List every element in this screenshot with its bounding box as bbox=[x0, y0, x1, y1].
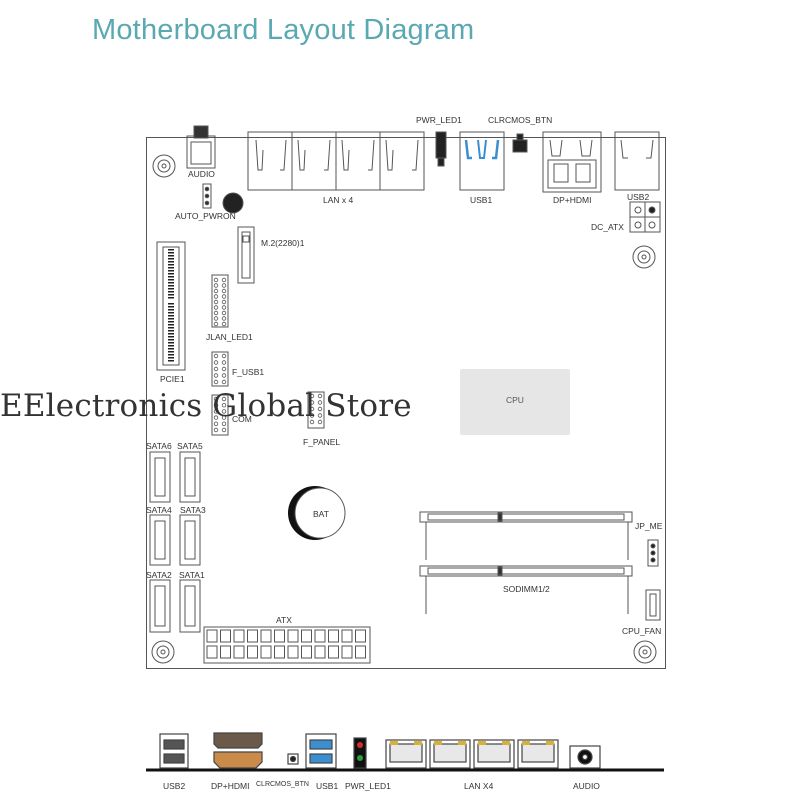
clrcmos-button-top bbox=[512, 133, 528, 153]
bottom-pwr-led1-label: PWR_LED1 bbox=[345, 781, 391, 791]
dc-atx-label: DC_ATX bbox=[591, 222, 624, 232]
com-label: COM bbox=[232, 414, 252, 424]
battery bbox=[288, 486, 346, 540]
m2-slot bbox=[237, 226, 255, 284]
cpu-fan-label: CPU_FAN bbox=[622, 626, 662, 636]
sodimm-label: SODIMM1/2 bbox=[503, 584, 550, 594]
page-title: Motherboard Layout Diagram bbox=[92, 14, 475, 46]
audio-jack-top bbox=[186, 125, 216, 169]
usb1-top-connector bbox=[459, 131, 505, 191]
bottom-dp-hdmi-label: DP+HDMI bbox=[211, 781, 250, 791]
motherboard-outline bbox=[146, 137, 666, 669]
f-usb1-label: F_USB1 bbox=[232, 367, 265, 377]
cpu-label: CPU bbox=[506, 395, 524, 405]
bottom-audio-label: AUDIO bbox=[573, 781, 600, 791]
pwr-led-top bbox=[435, 131, 447, 159]
buzzer bbox=[222, 192, 244, 214]
lan-label: LAN x 4 bbox=[323, 195, 354, 205]
bat-label: BAT bbox=[313, 509, 329, 519]
clrcmos-btn-top-label: CLRCMOS_BTN bbox=[488, 115, 553, 125]
bottom-io-panel bbox=[146, 732, 664, 772]
com-header bbox=[211, 394, 229, 436]
sata4-label: SATA4 bbox=[146, 505, 172, 515]
usb2-top-connector bbox=[614, 131, 660, 191]
jp-me-jumper bbox=[647, 539, 659, 567]
dc-atx-connector bbox=[629, 201, 661, 233]
lan-block-top bbox=[247, 131, 425, 191]
m2-label: M.2(2280)1 bbox=[261, 238, 305, 248]
atx-label: ATX bbox=[276, 615, 292, 625]
usb1-label: USB1 bbox=[470, 195, 493, 205]
jlan-led1-header bbox=[211, 274, 229, 328]
f-usb1-header bbox=[211, 351, 229, 387]
sata3-label: SATA3 bbox=[180, 505, 206, 515]
audio-label: AUDIO bbox=[188, 169, 215, 179]
auto-pwron-label: AUTO_PWRON bbox=[175, 211, 236, 221]
atx-connector bbox=[203, 626, 371, 664]
sata5-label: SATA5 bbox=[177, 441, 203, 451]
jp-me-label: JP_ME bbox=[635, 521, 663, 531]
pcie1-label: PCIE1 bbox=[160, 374, 185, 384]
sodimm-slots bbox=[419, 511, 633, 614]
sata-connectors bbox=[149, 451, 201, 633]
f-panel-header bbox=[307, 391, 325, 429]
bottom-usb1-label: USB1 bbox=[316, 781, 339, 791]
bottom-lan-label: LAN X4 bbox=[464, 781, 494, 791]
store-watermark: EElectronics Global Store bbox=[0, 388, 412, 424]
sata2-label: SATA2 bbox=[146, 570, 172, 580]
header-pins bbox=[213, 277, 323, 433]
f-panel-label: F_PANEL bbox=[303, 437, 341, 447]
cpu-fan-header bbox=[645, 589, 661, 621]
pwr-led1-top-label: PWR_LED1 bbox=[416, 115, 462, 125]
mount-hole-top-right bbox=[632, 245, 656, 269]
mount-hole-bottom-right bbox=[633, 640, 657, 664]
mount-hole-top-left bbox=[152, 154, 176, 178]
sata6-label: SATA6 bbox=[146, 441, 172, 451]
bottom-usb2-label: USB2 bbox=[163, 781, 186, 791]
pcie-slot bbox=[156, 241, 186, 371]
usb2-label: USB2 bbox=[627, 192, 650, 202]
auto-pwron-jumper bbox=[202, 183, 212, 209]
cpu-block: CPU bbox=[460, 369, 570, 435]
sata1-label: SATA1 bbox=[179, 570, 205, 580]
jlan-led1-label: JLAN_LED1 bbox=[206, 332, 253, 342]
dp-hdmi-label: DP+HDMI bbox=[553, 195, 592, 205]
mount-hole-bottom-left bbox=[151, 640, 175, 664]
bottom-clrcmos-label: CLRCMOS_BTN bbox=[256, 781, 309, 788]
dp-hdmi-top-connector bbox=[542, 131, 602, 193]
